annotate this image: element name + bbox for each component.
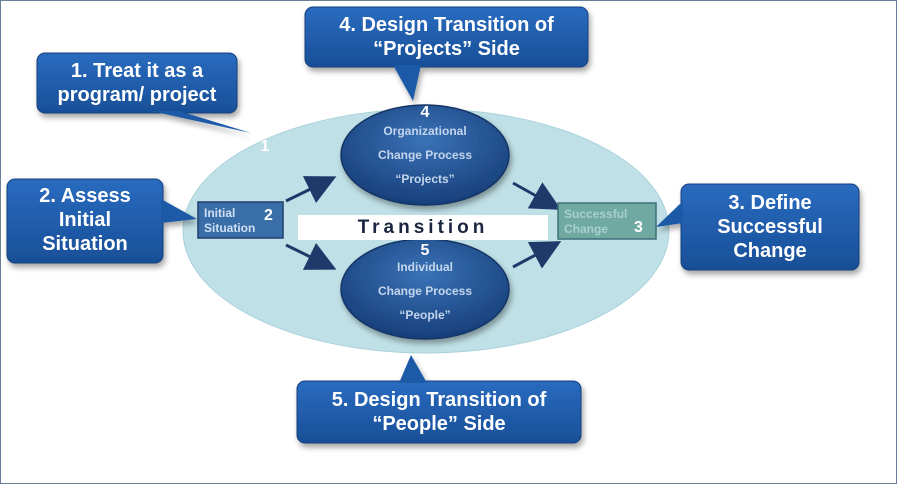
callout-step5-shape (296, 355, 582, 444)
callout-step1-shape (36, 52, 251, 133)
callout-step3-line2: Successful (717, 216, 823, 238)
callout-step3-line3: Change (733, 240, 807, 262)
callout-step3-text: 3. Define Successful Change (681, 191, 859, 263)
callout-step4-line2: “Projects” Side (373, 38, 520, 60)
callout-step2-shape (6, 178, 197, 264)
callout-step2-line3: Situation (42, 233, 128, 255)
callout-step5-line1: 5. Design Transition of (331, 389, 547, 411)
people-number: 5 (420, 242, 430, 259)
callout-step5-line2: “People” Side (372, 413, 506, 435)
arrow-projects-to-successful (512, 181, 562, 210)
projects-label: Organizational Change Process “Projects” (355, 119, 495, 191)
callout-step2-text: 2. Assess Initial Situation (7, 184, 163, 256)
initial-line2: Situation (204, 221, 256, 235)
people-line3: “People” (399, 308, 451, 322)
projects-circle (340, 104, 510, 206)
successful-change-label: Successful Change (564, 207, 627, 237)
successful-line1: Successful (564, 207, 628, 221)
initial-number: 2 (264, 207, 273, 224)
callout-step5-text: 5. Design Transition of “People” Side (297, 388, 581, 436)
callout-step2-line2: Initial (58, 209, 112, 231)
callout-step2-line1: 2. Assess (39, 185, 131, 207)
callout-step1-line2: program/ project (57, 84, 217, 106)
callout-step4-line1: 4. Design Transition of (339, 14, 554, 36)
callout-step1-line1: 1. Treat it as a (70, 60, 204, 82)
arrow-initial-to-projects (285, 176, 337, 204)
projects-line3: “Projects” (395, 172, 455, 186)
successful-change-box (557, 202, 657, 240)
people-label: Individual Change Process “People” (355, 255, 495, 327)
projects-line2: Change Process (377, 148, 473, 162)
initial-situation-label: Initial Situation (204, 206, 255, 236)
callout-step3-line1: 3. Define (728, 192, 812, 214)
initial-situation-box (197, 201, 284, 239)
ellipse-number: 1 (260, 138, 270, 155)
projects-line1: Organizational (383, 124, 467, 138)
projects-number: 4 (420, 104, 430, 121)
people-line1: Individual (396, 260, 453, 274)
people-line2: Change Process (377, 284, 473, 298)
successful-line2: Change (564, 222, 609, 236)
successful-number: 3 (634, 219, 643, 236)
arrow-initial-to-people (285, 242, 337, 270)
initial-line1: Initial (204, 206, 236, 220)
callout-step3-shape (656, 183, 860, 271)
callout-step1-text: 1. Treat it as a program/ project (37, 59, 237, 107)
arrow-people-to-successful (512, 241, 562, 269)
callout-step4-shape (304, 6, 589, 101)
callout-step4-text: 4. Design Transition of “Projects” Side (305, 13, 588, 61)
transition-label: Transition (298, 215, 548, 240)
